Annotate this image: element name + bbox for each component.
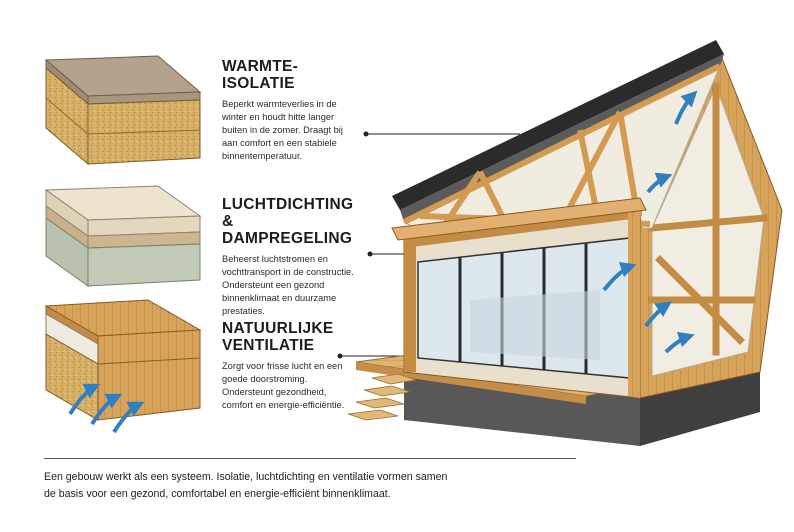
title-line: NATUURLIJKE bbox=[222, 320, 334, 337]
footer-line: Een gebouw werkt als een systeem. Isolat… bbox=[44, 471, 448, 483]
section-title: LUCHTDICHTING & DAMPREGELING bbox=[222, 196, 357, 247]
section-title: WARMTE- ISOLATIE bbox=[222, 58, 357, 92]
title-line: LUCHTDICHTING & bbox=[222, 196, 354, 230]
footer-line: de basis voor een gezond, comfortabel en… bbox=[44, 488, 391, 500]
house-airflow-arrows bbox=[602, 90, 698, 354]
section-body: Beperkt warmteverlies in de winter en ho… bbox=[222, 99, 343, 161]
section-body: Zorgt voor frisse lucht en een goede doo… bbox=[222, 361, 345, 410]
leader-lines bbox=[337, 131, 520, 359]
section-insulation: WARMTE- ISOLATIE Beperkt warmteverlies i… bbox=[222, 58, 357, 163]
title-line: DAMPREGELING bbox=[222, 230, 353, 247]
title-line: ISOLATIE bbox=[222, 75, 295, 92]
section-title: NATUURLIJKE VENTILATIE bbox=[222, 320, 357, 354]
title-line: VENTILATIE bbox=[222, 337, 315, 354]
airtight-block bbox=[44, 185, 202, 287]
deck-steps bbox=[347, 373, 417, 421]
footer-caption: Een gebouw werkt als een systeem. Isolat… bbox=[44, 469, 604, 503]
insulation-block bbox=[44, 55, 202, 166]
ventilation-block bbox=[44, 299, 202, 434]
house bbox=[347, 40, 783, 446]
section-body: Beheerst luchtstromen en vochttransport … bbox=[222, 254, 354, 316]
divider bbox=[44, 458, 576, 459]
title-line: WARMTE- bbox=[222, 58, 299, 75]
section-ventilation: NATUURLIJKE VENTILATIE Zorgt voor frisse… bbox=[222, 320, 357, 412]
section-airtightness: LUCHTDICHTING & DAMPREGELING Beheerst lu… bbox=[222, 196, 357, 318]
